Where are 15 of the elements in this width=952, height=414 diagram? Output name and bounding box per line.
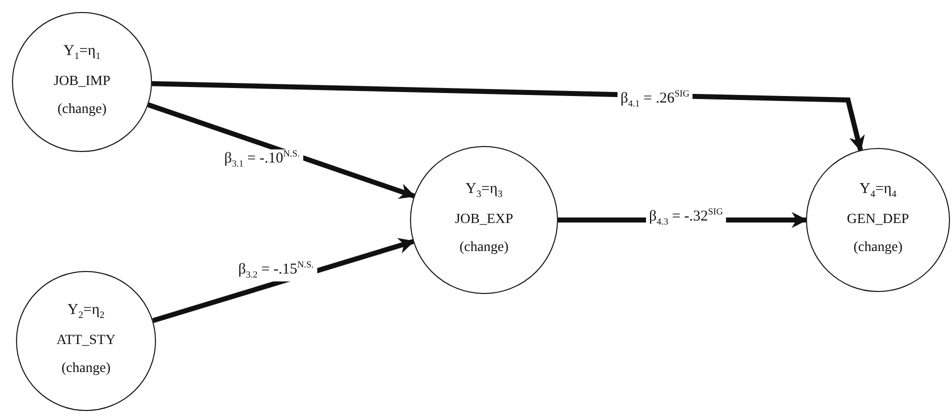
variable-note: (change) (58, 102, 106, 118)
arrow (152, 238, 415, 323)
variable-note: (change) (854, 240, 902, 256)
arrow (152, 81, 865, 152)
variable-name: GEN_DEP (846, 212, 910, 228)
variable-symbol: Y$_{1}$=η$_{1}$ (64, 42, 100, 62)
variable-symbol: Y$_{3}$=η$_{3}$ (466, 180, 502, 200)
arrow (147, 102, 416, 199)
variable-note: (change) (62, 360, 110, 376)
variable-name: ATT_STY (56, 333, 116, 349)
variable-symbol: Y$_{4}$=η$_{4}$ (860, 180, 896, 200)
variable-name: JOB_EXP (454, 212, 514, 228)
variable-symbol: Y$_{2}$=η$_{2}$ (68, 302, 104, 322)
variable-name: JOB_IMP (54, 74, 110, 90)
variable-note: (change) (460, 240, 508, 256)
